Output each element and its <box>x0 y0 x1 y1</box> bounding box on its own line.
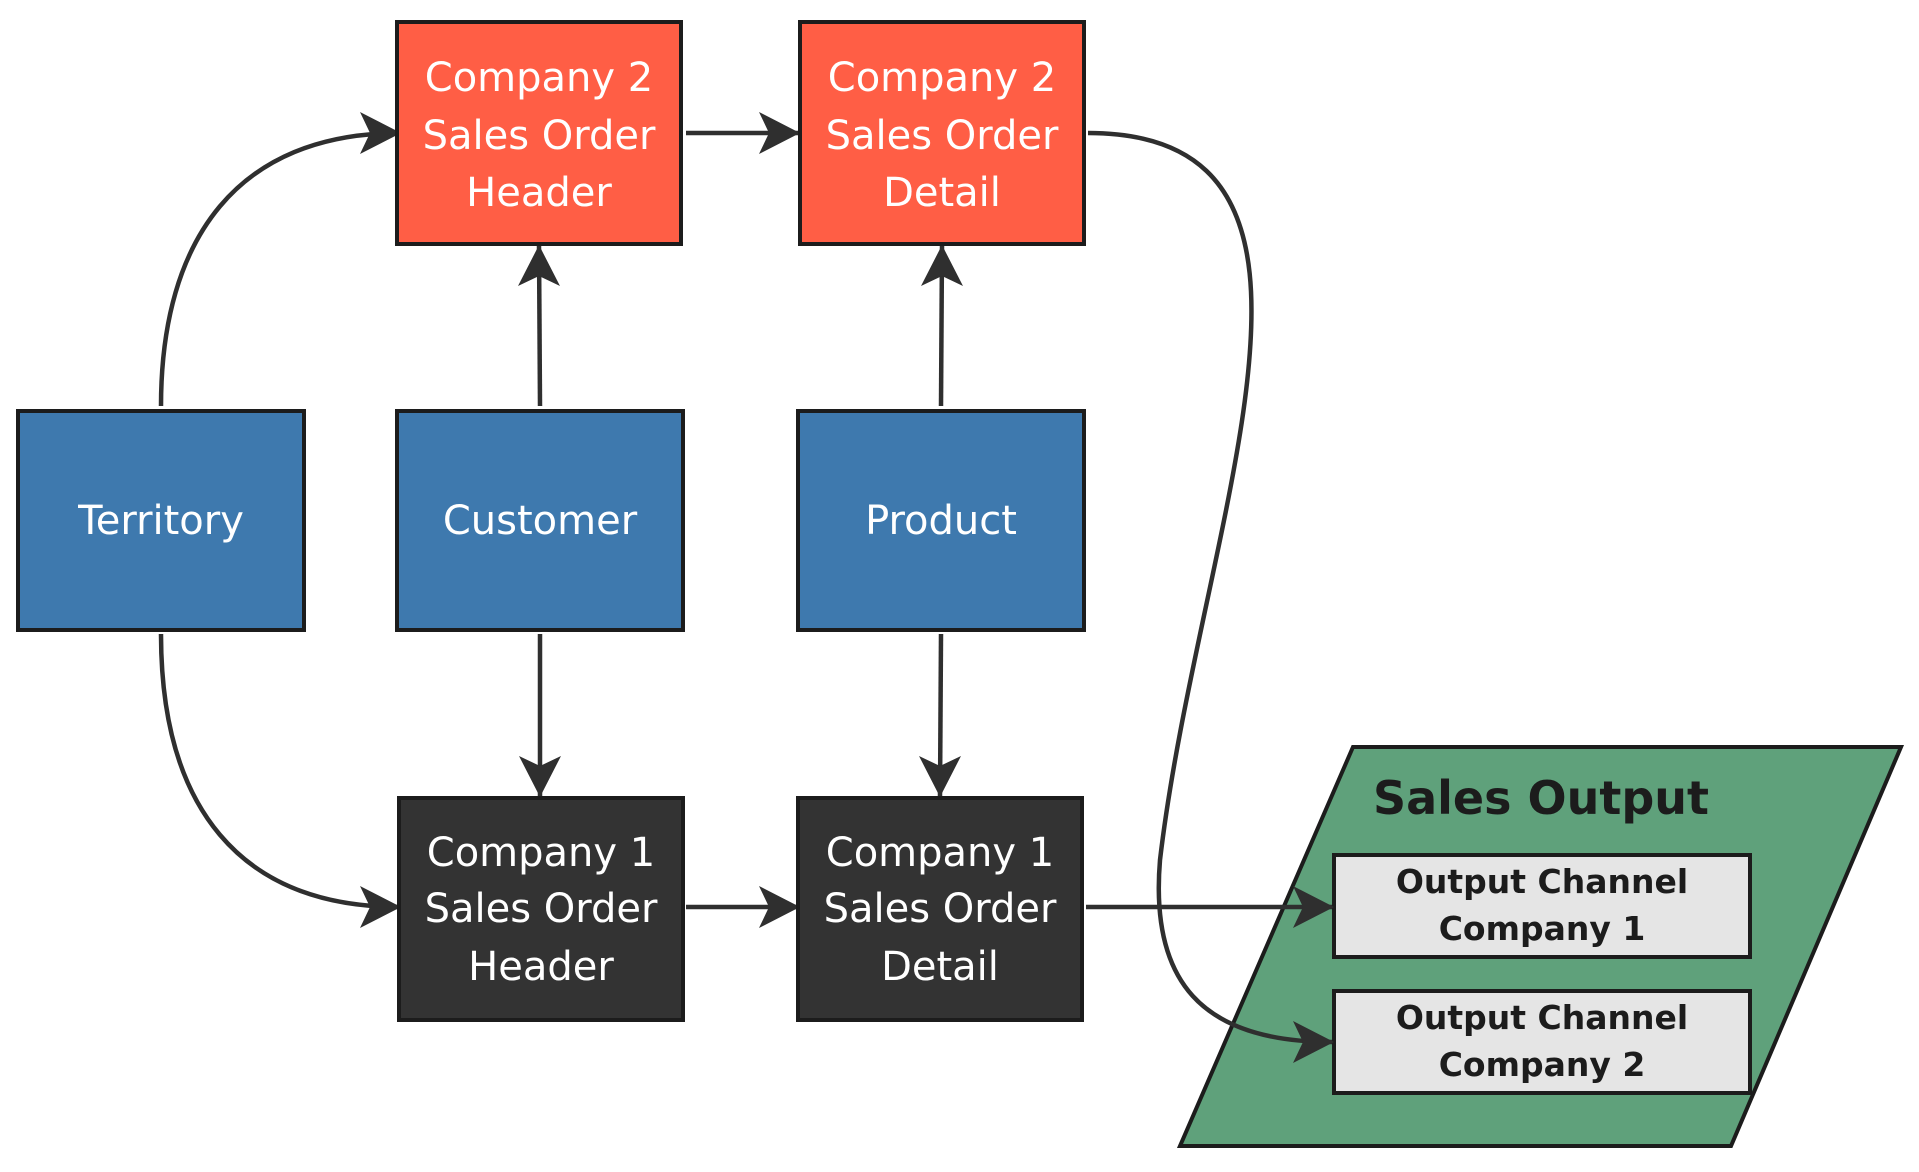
c1-header-box <box>397 796 685 1022</box>
arrowhead-into-output-1 <box>1293 886 1334 928</box>
node-company1-sales-order-detail: Company 1 Sales Order Detail <box>796 796 1084 1022</box>
node-company1-sales-order-header: Company 1 Sales Order Header <box>397 796 685 1022</box>
c2-detail-line2: Sales Order <box>826 113 1059 159</box>
node-territory: Territory <box>16 409 306 632</box>
arrowhead-into-c2-detail-left <box>759 112 800 154</box>
arrowhead-into-c2-header-bottom <box>518 245 560 286</box>
edge-territory-to-c2-header <box>158 130 401 407</box>
c2-detail-box <box>798 20 1086 246</box>
customer-box <box>395 409 685 632</box>
output-channel-company-1: Output Channel Company 1 <box>1332 853 1752 959</box>
output-channel-1-line2: Company 1 <box>1439 909 1646 948</box>
edges <box>158 130 1333 1045</box>
arrowhead-into-c1-detail-top <box>919 756 961 797</box>
c1-header-line1: Company 1 <box>427 830 655 876</box>
node-product: Product <box>796 409 1086 632</box>
c2-header-box <box>395 20 683 246</box>
c1-detail-line3: Detail <box>881 944 999 990</box>
edge-territory-to-c1-header <box>158 633 401 910</box>
c1-header-line2: Sales Order <box>425 886 658 932</box>
output-channel-2-line2: Company 2 <box>1439 1045 1646 1084</box>
c1-detail-line2: Sales Order <box>824 886 1057 932</box>
sales-output-title: Sales Output <box>1373 771 1709 825</box>
node-customer: Customer <box>395 409 685 632</box>
c1-detail-line1: Company 1 <box>826 830 1054 876</box>
node-company2-sales-order-header: Company 2 Sales Order Header <box>395 20 683 246</box>
arrowheads <box>360 112 1334 1063</box>
arrowhead-into-c1-header-top <box>519 756 561 797</box>
c2-detail-line3: Detail <box>883 170 1001 216</box>
product-label: Product <box>865 498 1017 544</box>
output-channel-1-box <box>1332 853 1752 959</box>
output-channel-2-line1: Output Channel <box>1396 998 1688 1037</box>
c1-header-line3: Header <box>468 944 614 990</box>
c2-header-line2: Sales Order <box>423 113 656 159</box>
customer-label: Customer <box>443 498 638 544</box>
c2-header-line3: Header <box>466 170 612 216</box>
node-company2-sales-order-detail: Company 2 Sales Order Detail <box>798 20 1086 246</box>
output-channel-company-2: Output Channel Company 2 <box>1332 989 1752 1095</box>
arrowhead-into-c2-detail-bottom <box>921 245 963 286</box>
arrowhead-into-c2-header-left <box>360 112 401 154</box>
territory-label: Territory <box>77 498 244 544</box>
edge-c2-detail-to-output-2 <box>1087 130 1333 1045</box>
territory-box <box>16 409 306 632</box>
sales-output-group: Sales Output Output Channel Company 1 Ou… <box>1176 745 1905 1148</box>
arrowhead-into-c1-detail-left <box>759 886 800 928</box>
c1-detail-box <box>796 796 1084 1022</box>
arrowhead-into-c1-header-left <box>360 886 401 928</box>
c2-header-line1: Company 2 <box>425 55 653 101</box>
arrowhead-into-output-2 <box>1293 1021 1334 1063</box>
c2-detail-line1: Company 2 <box>828 55 1056 101</box>
product-box <box>796 409 1086 632</box>
output-channel-1-line1: Output Channel <box>1396 862 1688 901</box>
